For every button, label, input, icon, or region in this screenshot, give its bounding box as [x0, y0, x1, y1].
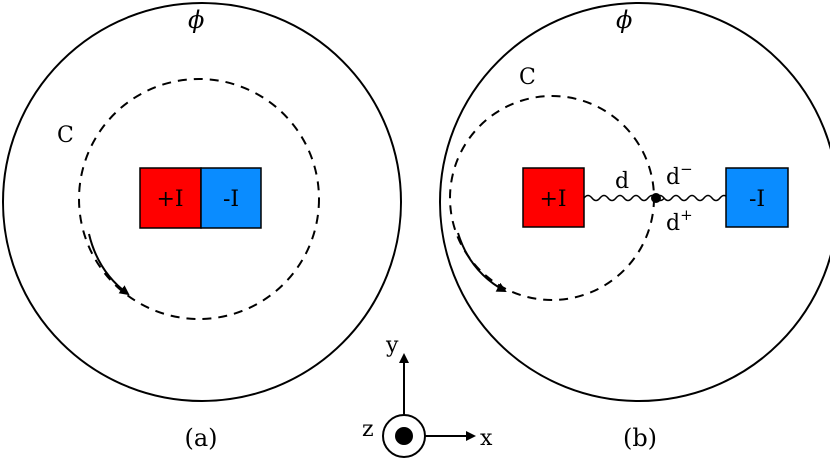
x-axis-label: x [480, 426, 493, 451]
y-axis-label: y [385, 333, 399, 358]
z-axis-dot [395, 427, 413, 445]
z-axis-label: z [362, 417, 374, 442]
outer-boundary-circle-a [2, 2, 402, 402]
minus-current-label-b: -I [749, 187, 765, 212]
panel-a: ϕ C +I -I (a) [2, 2, 402, 452]
contour-circle-a [78, 78, 320, 320]
wavy-line-right [655, 194, 729, 202]
plus-current-label-a: +I [156, 187, 183, 212]
minus-current-box-a [200, 167, 262, 229]
orientation-arrow-a [88, 233, 130, 296]
plus-current-label-b: +I [539, 187, 566, 212]
wavy-line-left [583, 194, 666, 202]
minus-current-box-b [725, 167, 789, 228]
phi-label-b: ϕ [616, 6, 632, 34]
minus-current-label-a: -I [223, 187, 239, 212]
phi-label-a: ϕ [188, 6, 204, 34]
caption-a: (a) [184, 424, 217, 452]
plus-current-box-a [139, 167, 202, 229]
d-minus-label: d− [666, 160, 693, 190]
panel-b: ϕ C +I -I d d− d+ (b) [439, 2, 830, 452]
orientation-arrow-b [457, 232, 507, 292]
caption-b: (b) [623, 424, 657, 452]
junction-dot [651, 193, 661, 203]
d-label: d [615, 169, 629, 194]
contour-label-a: C [57, 123, 74, 148]
plus-current-box-b [522, 167, 585, 228]
outer-boundary-circle-b [439, 2, 830, 402]
contour-label-b: C [519, 65, 536, 90]
d-plus-label: d+ [666, 206, 693, 236]
coordinate-axes: y x z [362, 333, 493, 458]
